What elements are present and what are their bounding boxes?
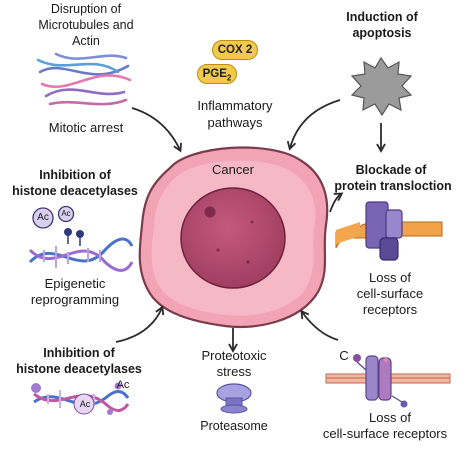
loss-receptors-caption-3: receptors (362, 302, 418, 317)
proteotoxic-caption-2: stress (216, 364, 252, 379)
microtubules-title-1: Disruption of (50, 2, 122, 16)
pge2-main: PGE (202, 68, 227, 80)
dna-helix-icon (28, 205, 134, 272)
apoptosis-icon (350, 56, 413, 117)
nucleus (180, 187, 286, 289)
inflammatory-caption-2: pathways (207, 115, 263, 130)
hdac-title-1: Inhibition of (39, 168, 111, 182)
microtubule-fibers-icon (36, 52, 132, 106)
acetyl-badge-2 (57, 205, 75, 223)
epigenetic-caption-2: reprogramming (30, 292, 120, 307)
arrows (115, 99, 386, 353)
acetyl-badge-1-label: Ac (37, 212, 49, 223)
proteasome-icon (216, 383, 252, 414)
acetyl-tag-2: Ac (116, 379, 130, 391)
arrow-to-blockade (329, 192, 344, 213)
hdac-bottom-title-1: Inhibition of (43, 346, 115, 360)
nucleolus (204, 206, 216, 218)
epigenetic-caption-1: Epigenetic (44, 276, 106, 291)
arrow-top-right (286, 99, 341, 151)
receptor-membrane-icon (325, 354, 451, 408)
blockade-title-2: protein transloction (334, 179, 452, 193)
proteotoxic-caption-1: Proteotoxic (201, 348, 267, 363)
acetyl-badge-1 (32, 207, 54, 229)
hdac-title-2: histone deacetylases (12, 184, 138, 198)
microtubules-title-2: Microtubules and (38, 18, 134, 32)
dna-helix-bottom-icon (31, 382, 130, 415)
hdac-bottom-title-2: histone deacetylases (16, 362, 142, 376)
pge2-pill: PGE2 (197, 64, 237, 84)
loss-receptors-caption-1: Loss of (369, 270, 411, 285)
arrow-top-left (131, 107, 182, 153)
acetyl-tag-1: Ac (79, 399, 91, 409)
translocation-blockade-icon (335, 201, 443, 261)
loss-receptors-bottom-1: Loss of (369, 410, 411, 425)
mitotic-arrest-caption: Mitotic arrest (48, 120, 124, 135)
blockade-title-1: Blockade of (355, 163, 427, 177)
inflammatory-caption-1: Inflammatory (197, 98, 273, 113)
loss-receptors-bottom-2: cell-surface receptors (322, 426, 448, 441)
pge2-sub: 2 (226, 73, 232, 83)
cancer-label: Cancer (212, 162, 254, 177)
acetyl-badge-2-label: Ac (61, 209, 71, 218)
apoptosis-title-2: apoptosis (352, 26, 412, 40)
receptor-tag: C (339, 348, 349, 363)
proteasome-label: Proteasome (200, 419, 268, 433)
loss-receptors-caption-2: cell-surface (356, 286, 424, 301)
apoptosis-title-1: Induction of (346, 10, 418, 24)
arrow-bottom-right (300, 309, 339, 341)
microtubules-title-3: Actin (72, 34, 100, 48)
cancer-cell (138, 146, 329, 329)
arrow-bottom-left (115, 305, 165, 343)
cox2-pill: COX 2 (212, 40, 258, 60)
